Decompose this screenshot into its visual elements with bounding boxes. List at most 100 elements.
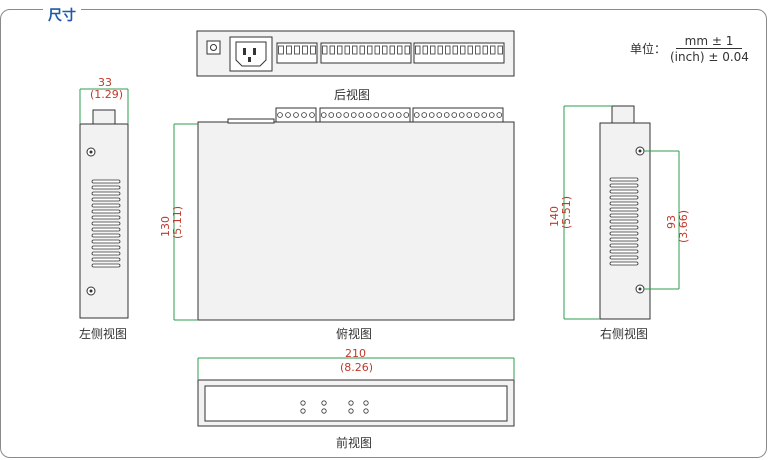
- terminal-screw: [373, 112, 380, 118]
- vent-slot: [609, 249, 639, 254]
- terminal-slot: [404, 45, 410, 55]
- vent-slot: [609, 207, 639, 212]
- vent-slot: [609, 261, 639, 266]
- terminal-slot: [278, 45, 284, 55]
- terminal-screw: [473, 112, 480, 118]
- unit-numerator: mm ± 1: [684, 34, 734, 48]
- status-led: [300, 400, 306, 406]
- terminal-slot: [382, 45, 388, 55]
- right-side-view-label: 右侧视图: [600, 327, 649, 341]
- terminal-slot: [422, 45, 428, 55]
- terminal-slot: [374, 45, 380, 55]
- vent-slot: [609, 219, 639, 224]
- terminal-slot: [460, 45, 466, 55]
- vent-slot: [91, 233, 121, 238]
- rear-view-label: 后视图: [334, 88, 371, 102]
- vent-slot: [609, 237, 639, 242]
- terminal-screw: [343, 112, 350, 118]
- status-led: [348, 408, 354, 414]
- terminal-screw: [388, 112, 395, 118]
- terminal-screw: [436, 112, 443, 118]
- vent-slot: [91, 215, 121, 220]
- front-view-drawing: [197, 357, 515, 427]
- terminal-slot: [389, 45, 395, 55]
- terminal-slot: [344, 45, 350, 55]
- terminal-slot: [329, 45, 335, 55]
- terminal-slot: [437, 45, 443, 55]
- terminal-slot: [430, 45, 436, 55]
- status-led: [348, 400, 354, 406]
- vent-slot: [91, 209, 121, 214]
- top-terminal-blocks: [277, 112, 503, 118]
- vent-slot: [91, 203, 121, 208]
- vent-slot: [91, 263, 121, 268]
- terminal-screw: [380, 112, 387, 118]
- terminal-slot: [397, 45, 403, 55]
- terminal-screw: [481, 112, 488, 118]
- terminal-slot: [497, 45, 503, 55]
- terminal-screw: [285, 112, 291, 118]
- terminal-slot: [490, 45, 496, 55]
- height-with-bracket-inch: (5.51): [560, 195, 573, 229]
- vent-slot: [609, 243, 639, 248]
- right-side-view-drawing: [563, 105, 680, 320]
- width-mm: 210: [345, 347, 366, 360]
- vent-slot: [609, 189, 639, 194]
- terminal-screw: [413, 112, 420, 118]
- terminal-screw: [293, 112, 299, 118]
- width-inch: (8.26): [340, 361, 374, 374]
- terminal-screw: [458, 112, 465, 118]
- terminal-slot: [302, 45, 308, 55]
- status-led: [300, 408, 306, 414]
- terminal-screw: [277, 112, 283, 118]
- terminal-screw: [328, 112, 335, 118]
- vent-slot: [609, 177, 639, 182]
- terminal-screw: [395, 112, 402, 118]
- terminal-slot: [475, 45, 481, 55]
- vent-slot: [91, 185, 121, 190]
- terminal-screw: [403, 112, 410, 118]
- hole-spacing-mm: 93: [665, 215, 678, 229]
- height-with-bracket-mm: 140: [548, 206, 561, 227]
- terminal-slot: [310, 45, 316, 55]
- dimensions-frame: 尺寸: [0, 8, 767, 458]
- terminal-slot: [482, 45, 488, 55]
- vent-slot: [91, 197, 121, 202]
- vent-slot: [609, 255, 639, 260]
- terminal-slot: [367, 45, 373, 55]
- depth-inch: (1.29): [90, 88, 124, 101]
- status-led: [321, 408, 327, 414]
- terminal-screw: [488, 112, 495, 118]
- top-view-label: 俯视图: [336, 327, 373, 341]
- terminal-screw: [320, 112, 327, 118]
- terminal-screw: [466, 112, 473, 118]
- top-view-drawing: [173, 107, 515, 321]
- terminal-screw: [496, 112, 503, 118]
- terminal-screw: [350, 112, 357, 118]
- vent-slot: [609, 183, 639, 188]
- vent-slot: [609, 231, 639, 236]
- terminal-slot: [294, 45, 300, 55]
- terminal-screw: [309, 112, 315, 118]
- vent-slot: [91, 179, 121, 184]
- terminal-slot: [337, 45, 343, 55]
- unit-label: 单位：: [630, 42, 667, 56]
- front-status-leds: [300, 400, 369, 414]
- vent-slot: [609, 213, 639, 218]
- terminal-slot: [415, 45, 421, 55]
- height-mm: 130: [159, 216, 172, 237]
- vent-slot: [91, 251, 121, 256]
- terminal-screw: [451, 112, 458, 118]
- terminal-screw: [301, 112, 307, 118]
- vent-slot: [91, 239, 121, 244]
- left-side-view-label: 左侧视图: [79, 327, 128, 341]
- rear-view-drawing: [196, 30, 515, 77]
- vent-slot: [91, 245, 121, 250]
- hole-spacing-inch: (3.66): [677, 209, 690, 243]
- status-led: [363, 400, 369, 406]
- terminal-screw: [443, 112, 450, 118]
- status-led: [363, 408, 369, 414]
- vent-slot: [91, 221, 121, 226]
- unit-denominator: (inch) ± 0.04: [670, 50, 749, 64]
